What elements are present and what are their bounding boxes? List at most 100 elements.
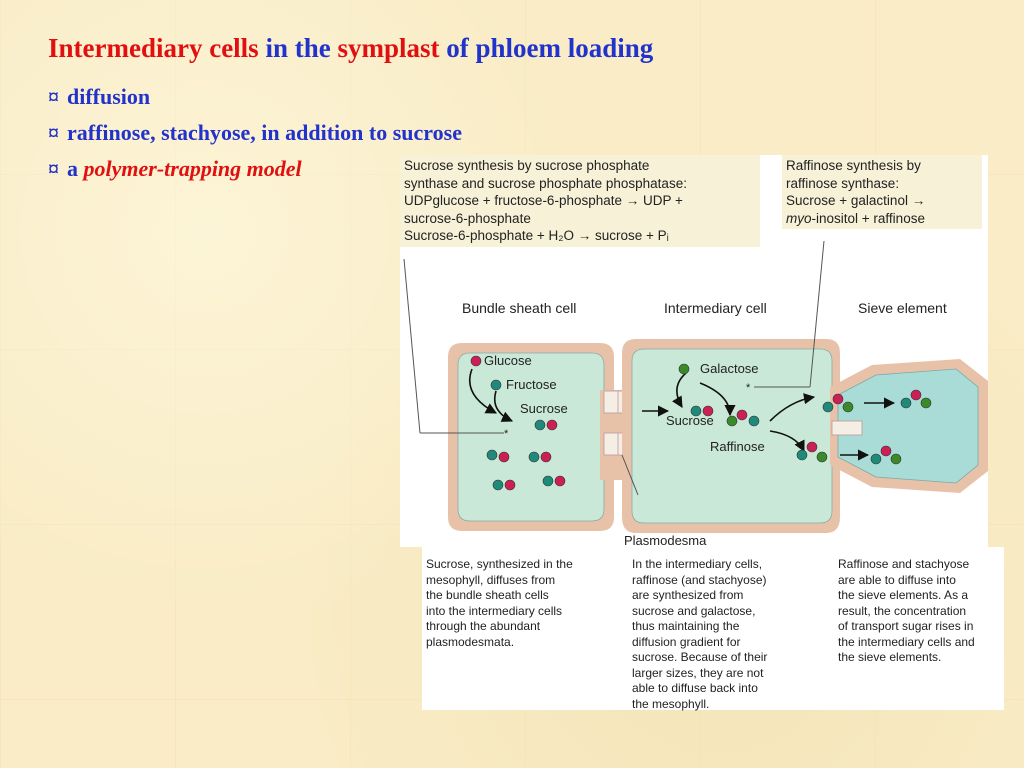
glucose-molecule [504, 479, 516, 491]
arrow-glucose-to-sucrose [468, 368, 497, 414]
note-line: sucrose-6-phosphate [404, 210, 531, 226]
glucose-molecule [554, 475, 566, 487]
galactose-molecule [726, 415, 738, 427]
bullet-marker: ¤ [48, 84, 59, 109]
galactose-molecule [816, 451, 828, 463]
label-sieve-element: Sieve element [858, 300, 947, 316]
fructose-molecule [748, 415, 760, 427]
note-line: Sucrose + galactinol → [786, 193, 926, 208]
phloem-loading-figure: Bundle sheath cell Intermediary cell Sie… [400, 155, 1004, 712]
caption-line: thus maintaining the [632, 619, 740, 633]
caption-synthesis: In the intermediary cells,raffinose (and… [632, 557, 812, 712]
leader-line [403, 258, 421, 434]
caption-line: are synthesized from [632, 588, 744, 602]
fructose-molecule [870, 453, 882, 465]
caption-line: diffusion gradient for [632, 634, 741, 649]
caption-line: the sieve elements. As a [838, 588, 969, 602]
bullet-raffinose: ¤ raffinose, stachyose, in addition to su… [48, 118, 462, 154]
sieve-element-lumen [837, 368, 979, 484]
fructose-molecule [528, 451, 540, 463]
caption-line: larger sizes, they are not [632, 665, 764, 680]
leader-line [621, 454, 639, 496]
caption-line: the intermediary cells and [838, 634, 975, 649]
galactose-molecule [920, 397, 932, 409]
caption-line: of transport sugar rises in [838, 619, 974, 633]
bullet-marker: ¤ [48, 120, 59, 145]
note-line: Raffinose synthesis by [786, 158, 921, 173]
bullet-text: a [67, 156, 84, 181]
label-intermediary-cell: Intermediary cell [664, 300, 767, 316]
glucose-molecule [540, 451, 552, 463]
note-line: Sucrose-6-phosphate + H₂O → sucrose + Pᵢ [404, 228, 669, 243]
note-line: myo-inositol + raffinose [786, 210, 978, 228]
caption-line: Raffinose and stachyose [838, 557, 970, 571]
title-part-intermediary-cells: Intermediary cells [48, 33, 259, 63]
caption-line: the bundle sheath cells [426, 588, 549, 602]
asterisk-marker: * [746, 382, 751, 394]
label-sucrose-intermediary: Sucrose [666, 413, 714, 428]
galactose-molecule [842, 401, 854, 413]
label-plasmodesma: Plasmodesma [624, 533, 707, 548]
glucose-molecule [498, 451, 510, 463]
fructose-molecule [900, 397, 912, 409]
glucose-molecule [832, 393, 844, 405]
sucrose-synthesis-note: Sucrose synthesis by sucrose phosphate s… [400, 155, 760, 247]
glucose-molecule [546, 419, 558, 431]
glucose-molecule [736, 409, 748, 421]
galactose-molecule [890, 453, 902, 465]
glucose-molecule [910, 389, 922, 401]
note-line: raffinose synthase: [786, 175, 900, 191]
fructose-molecule [690, 405, 702, 417]
caption-line: sucrose and galactose, [632, 603, 756, 618]
label-bundle-sheath-cell: Bundle sheath cell [462, 300, 576, 316]
glucose-molecule [806, 441, 818, 453]
caption-line: through the abundant [426, 619, 541, 633]
caption-line: Sucrose, synthesized in the [426, 557, 573, 571]
arrow-fructose-to-sucrose [493, 390, 514, 422]
caption-line: the sieve elements. [838, 650, 942, 664]
fructose-molecule [822, 401, 834, 413]
caption-line: In the intermediary cells, [632, 557, 763, 571]
glucose-molecule [702, 405, 714, 417]
caption-line: raffinose (and stachyose) [632, 572, 767, 587]
caption-line: able to diffuse back into [632, 681, 758, 695]
title-part-symplast: symplast [337, 33, 440, 63]
title-part-phloem-loading: of phloem loading [439, 33, 654, 63]
caption-line: mesophyll, diffuses from [426, 572, 556, 587]
fructose-molecule [534, 419, 546, 431]
slide-title: Intermediary cells in the symplast of ph… [48, 33, 653, 64]
bullet-diffusion: ¤ diffusion [48, 82, 462, 118]
note-italic: myo [786, 210, 812, 226]
label-galactose: Galactose [700, 361, 759, 376]
intermediary-cell-cytoplasm [631, 348, 833, 524]
fructose-molecule [796, 449, 808, 461]
bullet-text: diffusion [67, 84, 151, 109]
note-line: synthase and sucrose phosphate phosphata… [404, 175, 687, 191]
glucose-molecule [470, 355, 482, 367]
fructose-molecule [492, 479, 504, 491]
galactose-molecule [678, 363, 690, 375]
bullet-list: ¤ diffusion ¤ raffinose, stachyose, in add… [48, 82, 462, 190]
plasmodesma-channel [831, 420, 863, 436]
note-line: Sucrose synthesis by sucrose phosphate [404, 158, 650, 173]
caption-line: the mesophyll. [632, 696, 710, 711]
caption-line: plasmodesmata. [426, 634, 515, 649]
caption-line: are able to diffuse into [838, 572, 956, 587]
caption-background [422, 547, 1004, 710]
glucose-molecule [880, 445, 892, 457]
raffinose-synthesis-note: Raffinose synthesis by raffinose synthas… [782, 155, 982, 229]
bullet-text: raffinose, stachyose, in addition to suc… [67, 120, 462, 145]
caption-line: result, the concentration [838, 603, 967, 618]
fructose-molecule [486, 449, 498, 461]
caption-line: into the intermediary cells [426, 603, 563, 618]
arrow-raffinose-lower [769, 430, 805, 453]
fructose-molecule [542, 475, 554, 487]
bullet-emphasis: polymer-trapping model [83, 156, 302, 181]
caption-line: sucrose. Because of their [632, 650, 768, 664]
molecules [470, 355, 932, 491]
bullet-polymer-trapping: ¤a polymer-trapping model [48, 154, 462, 190]
arrow-raffinose-upper [769, 393, 816, 422]
note-line: UDPglucose + fructose-6-phosphate → UDP … [404, 193, 683, 208]
arrow-galactose-to-sucrose [672, 372, 687, 408]
